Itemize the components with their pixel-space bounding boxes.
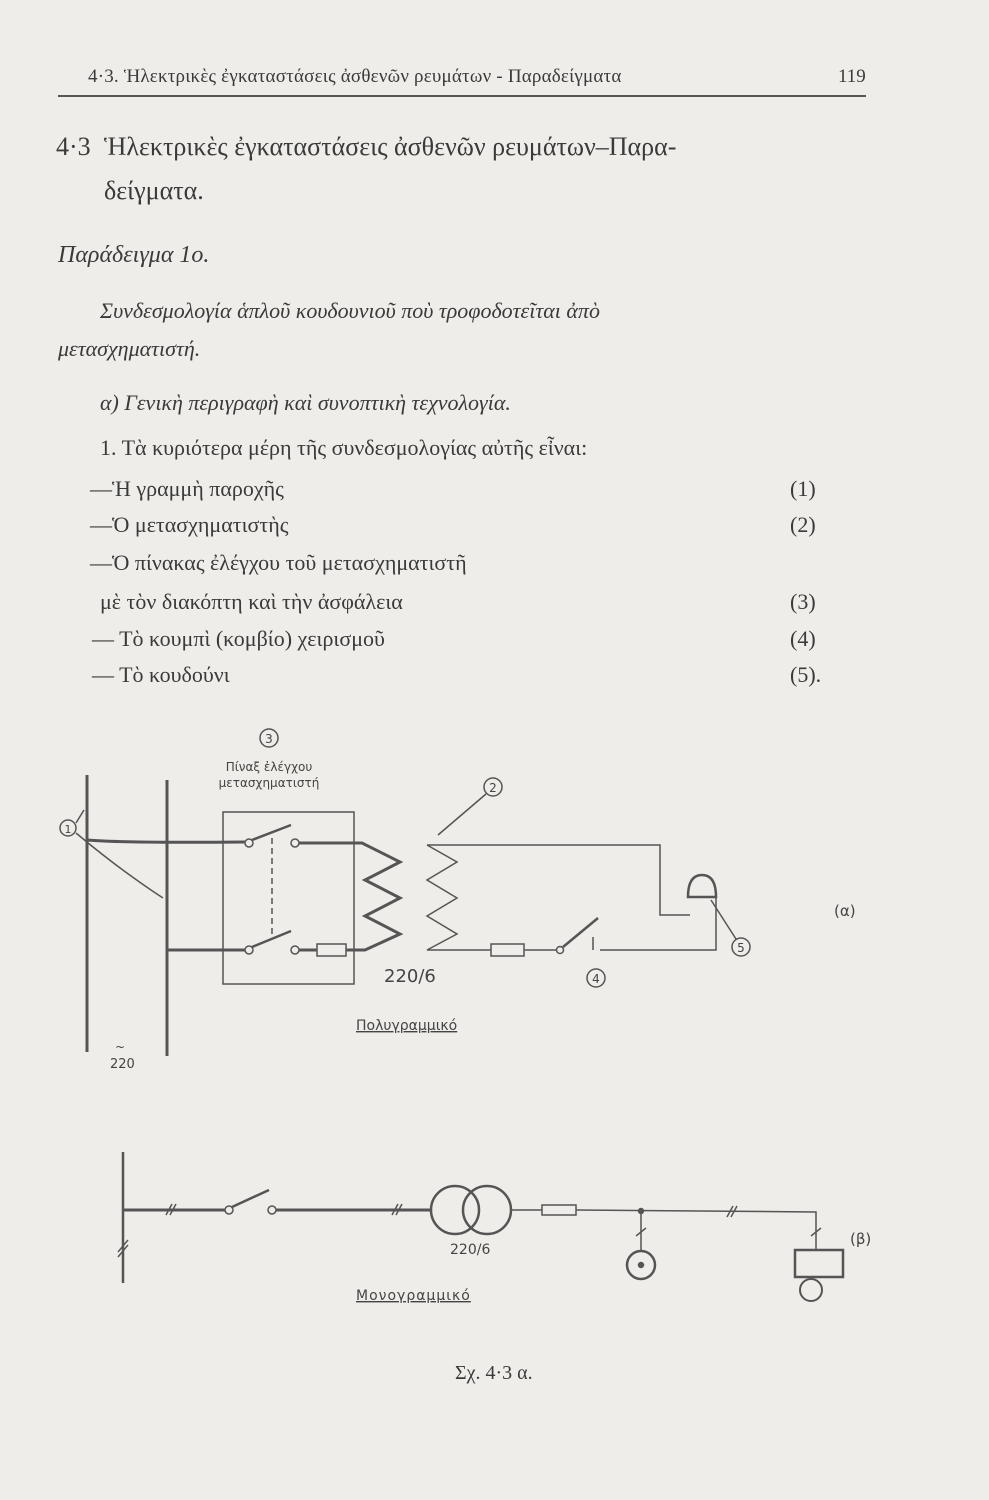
marker-2-arrow — [437, 793, 487, 836]
tick-marks — [635, 1205, 822, 1237]
running-header: 4·3. Ἡλεκτρικὲς ἐγκαταστάσεις ἀσθενῶν ρε… — [88, 66, 622, 87]
wire — [511, 1209, 817, 1251]
subheading: α) Γενικὴ περιγραφὴ καὶ συνοπτικὴ τεχνολ… — [100, 390, 511, 415]
tick-marks — [165, 1203, 177, 1216]
list-item-number: (5). — [790, 662, 822, 687]
voltage-ratio-label: 220/6 — [384, 966, 436, 987]
figure-caption: Σχ. 4·3 α. — [455, 1362, 533, 1384]
list-item-number: (4) — [790, 626, 816, 651]
transformer-icon — [429, 1184, 481, 1236]
list-item: μὲ τὸν διακόπτη καὶ τὴν ἀσφάλεια — [100, 589, 403, 614]
marker-1-arrows — [75, 809, 164, 899]
multiline-diagram: 1 3 Πίναξ ἐλέγχου μετασχηματιστή 2 4 5 2… — [59, 728, 856, 1072]
intro-text: 1. Τὰ κυριότερα μέρη τῆς συνδεσμολογίας … — [100, 435, 588, 460]
bell-icon — [686, 873, 718, 899]
section-title-line1: Ἡλεκτρικὲς ἐγκαταστάσεις ἀσθενῶν ρευμάτω… — [104, 132, 677, 161]
junction — [637, 1207, 645, 1215]
switch-contact — [224, 1205, 234, 1215]
supply-voltage-label: 220 — [110, 1057, 135, 1072]
marker-5-arrow — [710, 899, 737, 940]
primary-wires — [86, 838, 246, 952]
switch-contact — [267, 1205, 277, 1215]
return-wire — [592, 897, 717, 951]
control-panel-box — [222, 811, 355, 985]
switch-contact — [290, 838, 300, 848]
switch-contact — [244, 838, 254, 848]
panel-label: Πίναξ ἐλέγχου — [226, 760, 313, 774]
transformer-icon — [461, 1184, 513, 1236]
marker-3: 3 — [265, 732, 273, 746]
single-line-label: Μονογραμμικό — [356, 1288, 471, 1304]
fuse-icon — [541, 1204, 577, 1216]
marker-4-circle — [586, 968, 606, 988]
marker-1: 1 — [65, 823, 72, 836]
switch-contact — [290, 945, 300, 955]
switch-lever — [231, 1188, 270, 1209]
list-item: —Ἡ γραμμὴ παροχῆς — [90, 476, 284, 501]
example-subtitle-line2: μετασχηματιστή. — [58, 336, 201, 361]
header-rule — [58, 95, 866, 97]
single-line-diagram: 220/6 Μονογραμμικό (β) — [117, 1152, 871, 1304]
fuse-icon — [316, 943, 347, 957]
marker-5-circle — [731, 937, 751, 957]
list-item: —Ὁ πίνακας ἐλέγχου τοῦ μετασχηματιστῆ — [90, 550, 467, 575]
panel-label: μετασχηματιστή — [219, 776, 320, 790]
switch-contact — [244, 945, 254, 955]
push-button-dot — [637, 1261, 645, 1269]
secondary-circuit — [425, 844, 690, 951]
bell-icon — [793, 1248, 845, 1279]
multiline-label: Πολυγραμμικό — [356, 1018, 457, 1034]
tick-marks — [117, 1239, 129, 1258]
marker-5: 5 — [737, 941, 745, 955]
push-button-icon — [625, 1249, 657, 1281]
voltage-ratio-label: 220/6 — [450, 1242, 490, 1258]
fuse-icon — [490, 943, 525, 957]
section-title-line2: δείγματα. — [104, 176, 204, 205]
example-subtitle-line1: Συνδεσμολογία ἁπλοῦ κουδουνιοῦ ποὺ τροφο… — [100, 298, 600, 323]
list-item-number: (1) — [790, 476, 816, 501]
tick-marks — [391, 1203, 403, 1216]
list-item-number: (3) — [790, 589, 816, 614]
switch-lever — [251, 823, 292, 842]
diagram-a-tag: (α) — [834, 902, 856, 920]
primary-coil — [299, 841, 404, 952]
marker-1-circle — [59, 819, 77, 837]
marker-2: 2 — [489, 781, 497, 795]
page-number: 119 — [838, 66, 866, 87]
diagram-b-tag: (β) — [850, 1230, 871, 1248]
switch-lever — [251, 929, 292, 949]
marker-3-circle — [259, 728, 279, 748]
example-title: Παράδειγμα 1ο. — [58, 242, 210, 268]
marker-4: 4 — [592, 972, 600, 986]
marker-2-circle — [483, 777, 503, 797]
section-number: 4·3 — [56, 132, 91, 161]
bell-dome — [799, 1278, 823, 1302]
ac-tilde: ~ — [115, 1040, 125, 1054]
list-item-number: (2) — [790, 512, 816, 537]
push-button-icon — [562, 917, 599, 948]
list-item: —Ὁ μετασχηματιστὴς — [90, 512, 289, 537]
list-item: — Τὸ κουμπὶ (κομβίο) χειρισμοῦ — [92, 626, 385, 651]
list-item: — Τὸ κουδούνι — [92, 662, 230, 687]
button-contact — [555, 945, 565, 955]
